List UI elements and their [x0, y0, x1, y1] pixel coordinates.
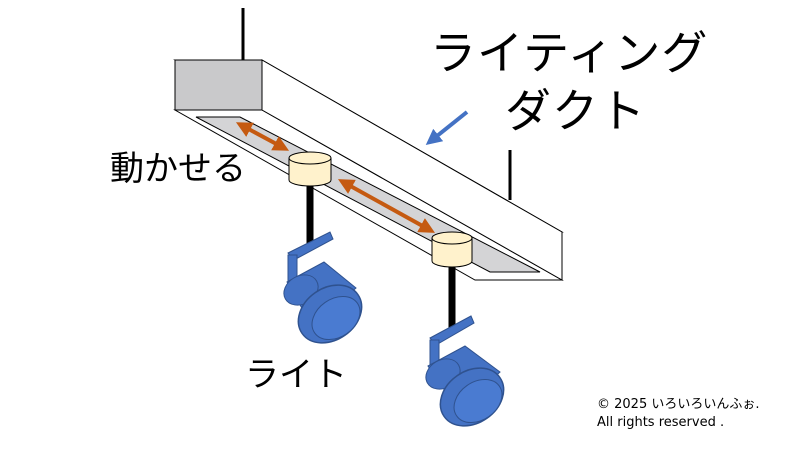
copyright-line1: © 2025 いろいろいんふぉ.	[597, 397, 760, 412]
duct-adapter	[288, 151, 332, 187]
duct-label-line1: ライティング	[430, 26, 709, 80]
double-arrow-icon	[235, 122, 290, 151]
duct-label-line2: ダクト	[505, 84, 646, 138]
copyright-notice: © 2025 いろいろいんふぉ. All rights reserved .	[597, 396, 759, 432]
pointer-arrow-icon	[425, 110, 469, 145]
spotlight-1	[283, 151, 363, 344]
double-arrow-icon	[338, 179, 435, 233]
movable-label: 動かせる	[110, 149, 246, 189]
copyright-line2: All rights reserved .	[597, 415, 725, 430]
spotlight-2	[425, 231, 505, 427]
spotlight-icon	[283, 231, 363, 344]
duct-end-cap	[174, 59, 263, 111]
light-label: ライト	[245, 355, 347, 395]
spotlight-icon	[425, 315, 505, 427]
duct-adapter	[431, 231, 473, 268]
